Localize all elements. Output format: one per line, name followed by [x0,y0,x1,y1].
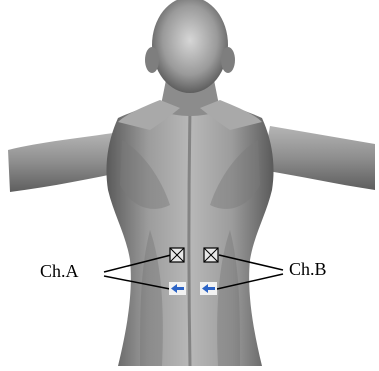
head [152,0,228,93]
crossed-square-icon [204,248,218,262]
crossed-square-icon [170,248,184,262]
channel-b-label: Ch.B [289,260,327,278]
arrow-left-icon [200,282,217,295]
channel-a-label: Ch.A [40,262,79,280]
spine-groove [189,110,190,366]
left-ear [145,47,159,73]
arrow-left-icon [169,282,186,295]
right-arm [262,126,375,190]
right-ear [221,47,235,73]
